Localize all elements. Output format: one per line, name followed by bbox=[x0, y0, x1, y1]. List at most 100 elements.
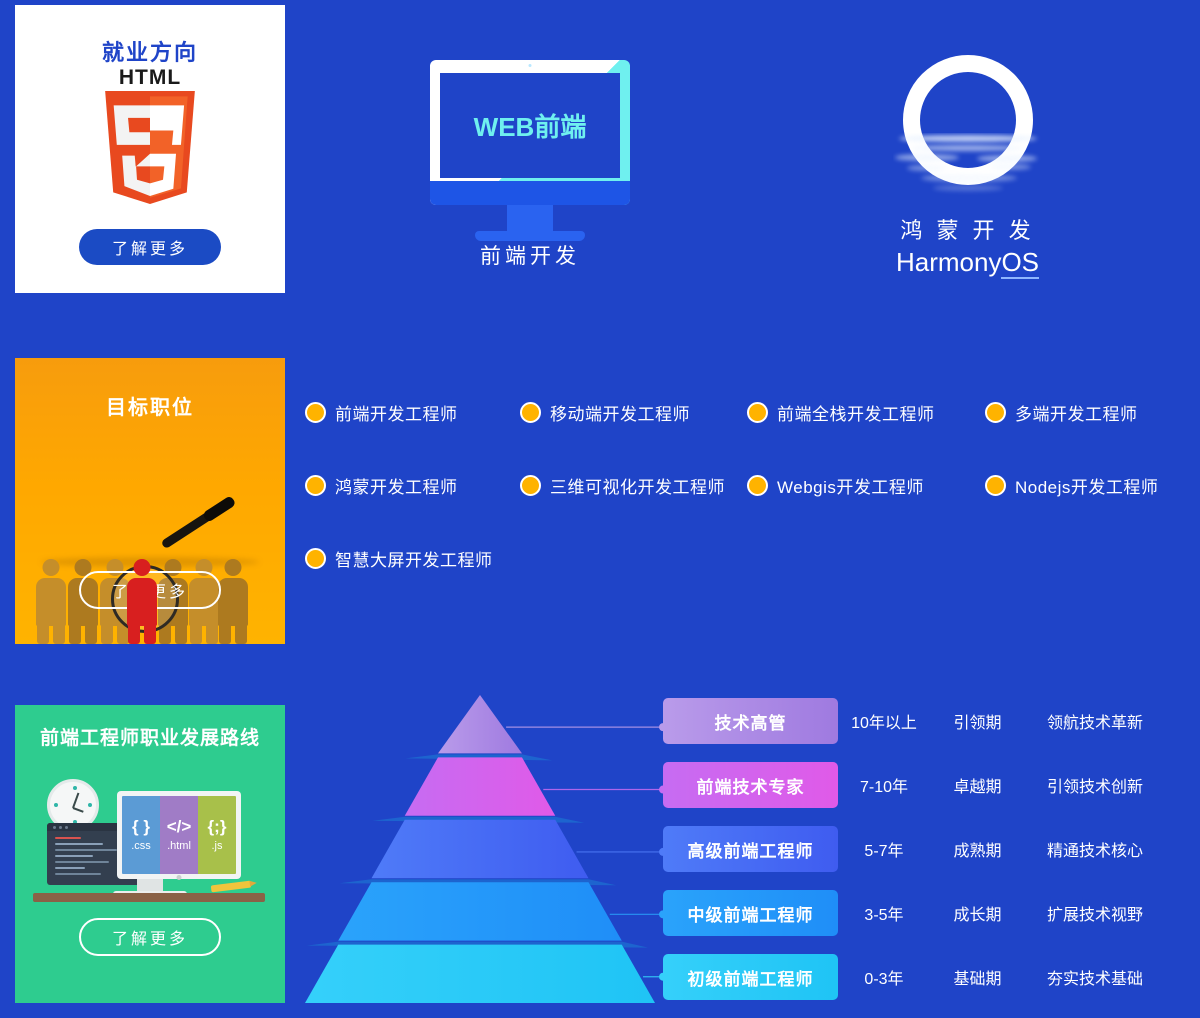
web-frontend-monitor: WEB前端 bbox=[430, 60, 630, 270]
html5-learn-more-button[interactable]: 了解更多 bbox=[79, 229, 221, 265]
code-panel: { } .css bbox=[122, 796, 160, 874]
level-rank-chip[interactable]: 初级前端工程师 bbox=[663, 954, 838, 1000]
workstation-illustration: { } .css </> .html {;} .js bbox=[15, 765, 285, 905]
job-item[interactable]: Webgis开发工程师 bbox=[747, 473, 985, 498]
bullet-icon bbox=[305, 475, 326, 496]
level-stage: 卓越期 bbox=[953, 779, 1002, 796]
level-rank-chip[interactable]: 中级前端工程师 bbox=[663, 890, 838, 936]
job-item[interactable]: Nodejs开发工程师 bbox=[985, 473, 1158, 498]
monitor-stand-base bbox=[475, 231, 585, 241]
job-item[interactable]: 移动端开发工程师 bbox=[520, 400, 747, 425]
level-stage: 引领期 bbox=[953, 715, 1002, 732]
job-item-label: 智慧大屏开发工程师 bbox=[335, 551, 493, 570]
career-levels-table: 技术高管 10年以上 引领期 领航技术革新前端技术专家 7-10年 卓越期 引领技术创新高级… bbox=[663, 698, 1163, 1018]
monitor-body: WEB前端 bbox=[430, 60, 630, 205]
job-item-label: Webgis开发工程师 bbox=[777, 478, 924, 497]
code-panel-name: .css bbox=[131, 840, 151, 852]
career-level-row: 前端技术专家 7-10年 卓越期 引领技术创新 bbox=[663, 762, 1163, 808]
code-panel-symbol: { } bbox=[132, 817, 150, 836]
pyramid-layer bbox=[305, 944, 655, 1003]
career-level-row: 初级前端工程师 0-3年 基础期 夯实技术基础 bbox=[663, 954, 1163, 1000]
monitor-power-dot bbox=[176, 875, 182, 880]
desktop-monitor-icon: { } .css </> .html {;} .js bbox=[117, 791, 241, 880]
card-path-title: 前端工程师职业发展路线 bbox=[39, 728, 260, 749]
level-stage: 成长期 bbox=[953, 907, 1002, 924]
job-item-label: 前端全栈开发工程师 bbox=[777, 405, 935, 424]
monitor-stand-neck bbox=[507, 205, 553, 231]
monitor-screen-text: WEB前端 bbox=[473, 112, 587, 142]
job-item[interactable]: 前端开发工程师 bbox=[305, 400, 520, 425]
job-titles-row: 鸿蒙开发工程师 三维可视化开发工程师 Webgis开发工程师 Nodejs开发工… bbox=[305, 473, 1195, 498]
level-rank-chip[interactable]: 技术高管 bbox=[663, 698, 838, 744]
level-rank-chip[interactable]: 高级前端工程师 bbox=[663, 826, 838, 872]
html5-wordmark: HTML bbox=[118, 66, 182, 89]
code-panel-name: .js bbox=[211, 840, 223, 852]
crowd-illustration bbox=[15, 463, 285, 644]
code-panel-symbol: {;} bbox=[207, 817, 227, 836]
bullet-icon bbox=[305, 548, 326, 569]
job-item[interactable]: 前端全栈开发工程师 bbox=[747, 400, 985, 425]
job-item-label: Nodejs开发工程师 bbox=[1015, 478, 1159, 497]
html5-logo-group: HTML bbox=[85, 67, 215, 213]
level-description: 精通技术核心 bbox=[1046, 843, 1143, 860]
monitor-camera-dot bbox=[528, 64, 532, 67]
level-years: 3-5年 bbox=[864, 907, 904, 924]
laptop-code-lines bbox=[55, 837, 117, 879]
level-stage: 基础期 bbox=[953, 971, 1002, 988]
code-panel-symbol: </> bbox=[166, 817, 192, 836]
harmonyos-caption-cn: 鸿 蒙 开 发 bbox=[900, 218, 1035, 243]
job-titles-row: 前端开发工程师 移动端开发工程师 前端全栈开发工程师 多端开发工程师 bbox=[305, 400, 1195, 425]
card-employment-direction: 就业方向 HTML 了解更多 bbox=[15, 5, 285, 293]
job-item[interactable]: 智慧大屏开发工程师 bbox=[305, 546, 493, 571]
harmonyos-caption-en: HarmonyOS bbox=[860, 247, 1075, 279]
level-description: 引领技术创新 bbox=[1046, 779, 1143, 796]
pyramid-layer bbox=[371, 819, 589, 879]
code-panel: {;} .js bbox=[198, 796, 236, 874]
harmonyos-caption: 鸿 蒙 开 发 HarmonyOS bbox=[860, 213, 1075, 279]
job-item[interactable]: 三维可视化开发工程师 bbox=[520, 473, 747, 498]
level-years: 0-3年 bbox=[864, 971, 904, 988]
monitor-code-panels: { } .css </> .html {;} .js bbox=[122, 796, 236, 874]
pyramid-layer bbox=[404, 757, 556, 816]
harmonyos-water-reflection bbox=[893, 133, 1043, 199]
bullet-icon bbox=[520, 475, 541, 496]
card-jobs-title: 目标职位 bbox=[106, 397, 194, 419]
career-level-row: 技术高管 10年以上 引领期 领航技术革新 bbox=[663, 698, 1163, 744]
code-panel: </> .html bbox=[160, 796, 198, 874]
level-rank-chip[interactable]: 前端技术专家 bbox=[663, 762, 838, 808]
pyramid-layer bbox=[338, 882, 622, 941]
desk-surface bbox=[33, 893, 265, 902]
monitor2-stand-neck bbox=[137, 879, 163, 893]
job-item-label: 多端开发工程师 bbox=[1015, 405, 1138, 424]
job-item[interactable]: 多端开发工程师 bbox=[985, 400, 1138, 425]
crowd-shadow bbox=[41, 557, 259, 567]
path-learn-more-button[interactable]: 了解更多 bbox=[79, 918, 221, 956]
job-item[interactable]: 鸿蒙开发工程师 bbox=[305, 473, 520, 498]
pyramid-connector-lines bbox=[506, 723, 667, 981]
career-pyramid-chart bbox=[305, 695, 655, 1003]
bullet-icon bbox=[747, 402, 768, 423]
harmonyos-caption-en-suffix: OS bbox=[1001, 247, 1040, 279]
html5-shield-icon bbox=[96, 91, 204, 213]
level-years: 7-10年 bbox=[859, 779, 909, 796]
monitor-chin bbox=[430, 181, 630, 205]
level-stage: 成熟期 bbox=[953, 843, 1002, 860]
job-item-label: 移动端开发工程师 bbox=[550, 405, 690, 424]
level-description: 夯实技术基础 bbox=[1046, 971, 1143, 988]
pencil-icon bbox=[210, 880, 252, 893]
monitor-screen: WEB前端 bbox=[440, 73, 620, 178]
bullet-icon bbox=[305, 402, 326, 423]
bullet-icon bbox=[985, 402, 1006, 423]
level-description: 领航技术革新 bbox=[1046, 715, 1143, 732]
level-years: 10年以上 bbox=[851, 715, 917, 732]
card-target-positions: 目标职位 bbox=[15, 358, 285, 644]
job-titles-row: 智慧大屏开发工程师 bbox=[305, 546, 1195, 571]
level-years: 5-7年 bbox=[864, 843, 904, 860]
job-titles-list: 前端开发工程师 移动端开发工程师 前端全栈开发工程师 多端开发工程师 鸿蒙开发工… bbox=[305, 400, 1195, 619]
job-item-label: 鸿蒙开发工程师 bbox=[335, 478, 458, 497]
magnifier-handle-icon bbox=[160, 498, 233, 550]
bullet-icon bbox=[985, 475, 1006, 496]
job-item-label: 前端开发工程师 bbox=[335, 405, 458, 424]
